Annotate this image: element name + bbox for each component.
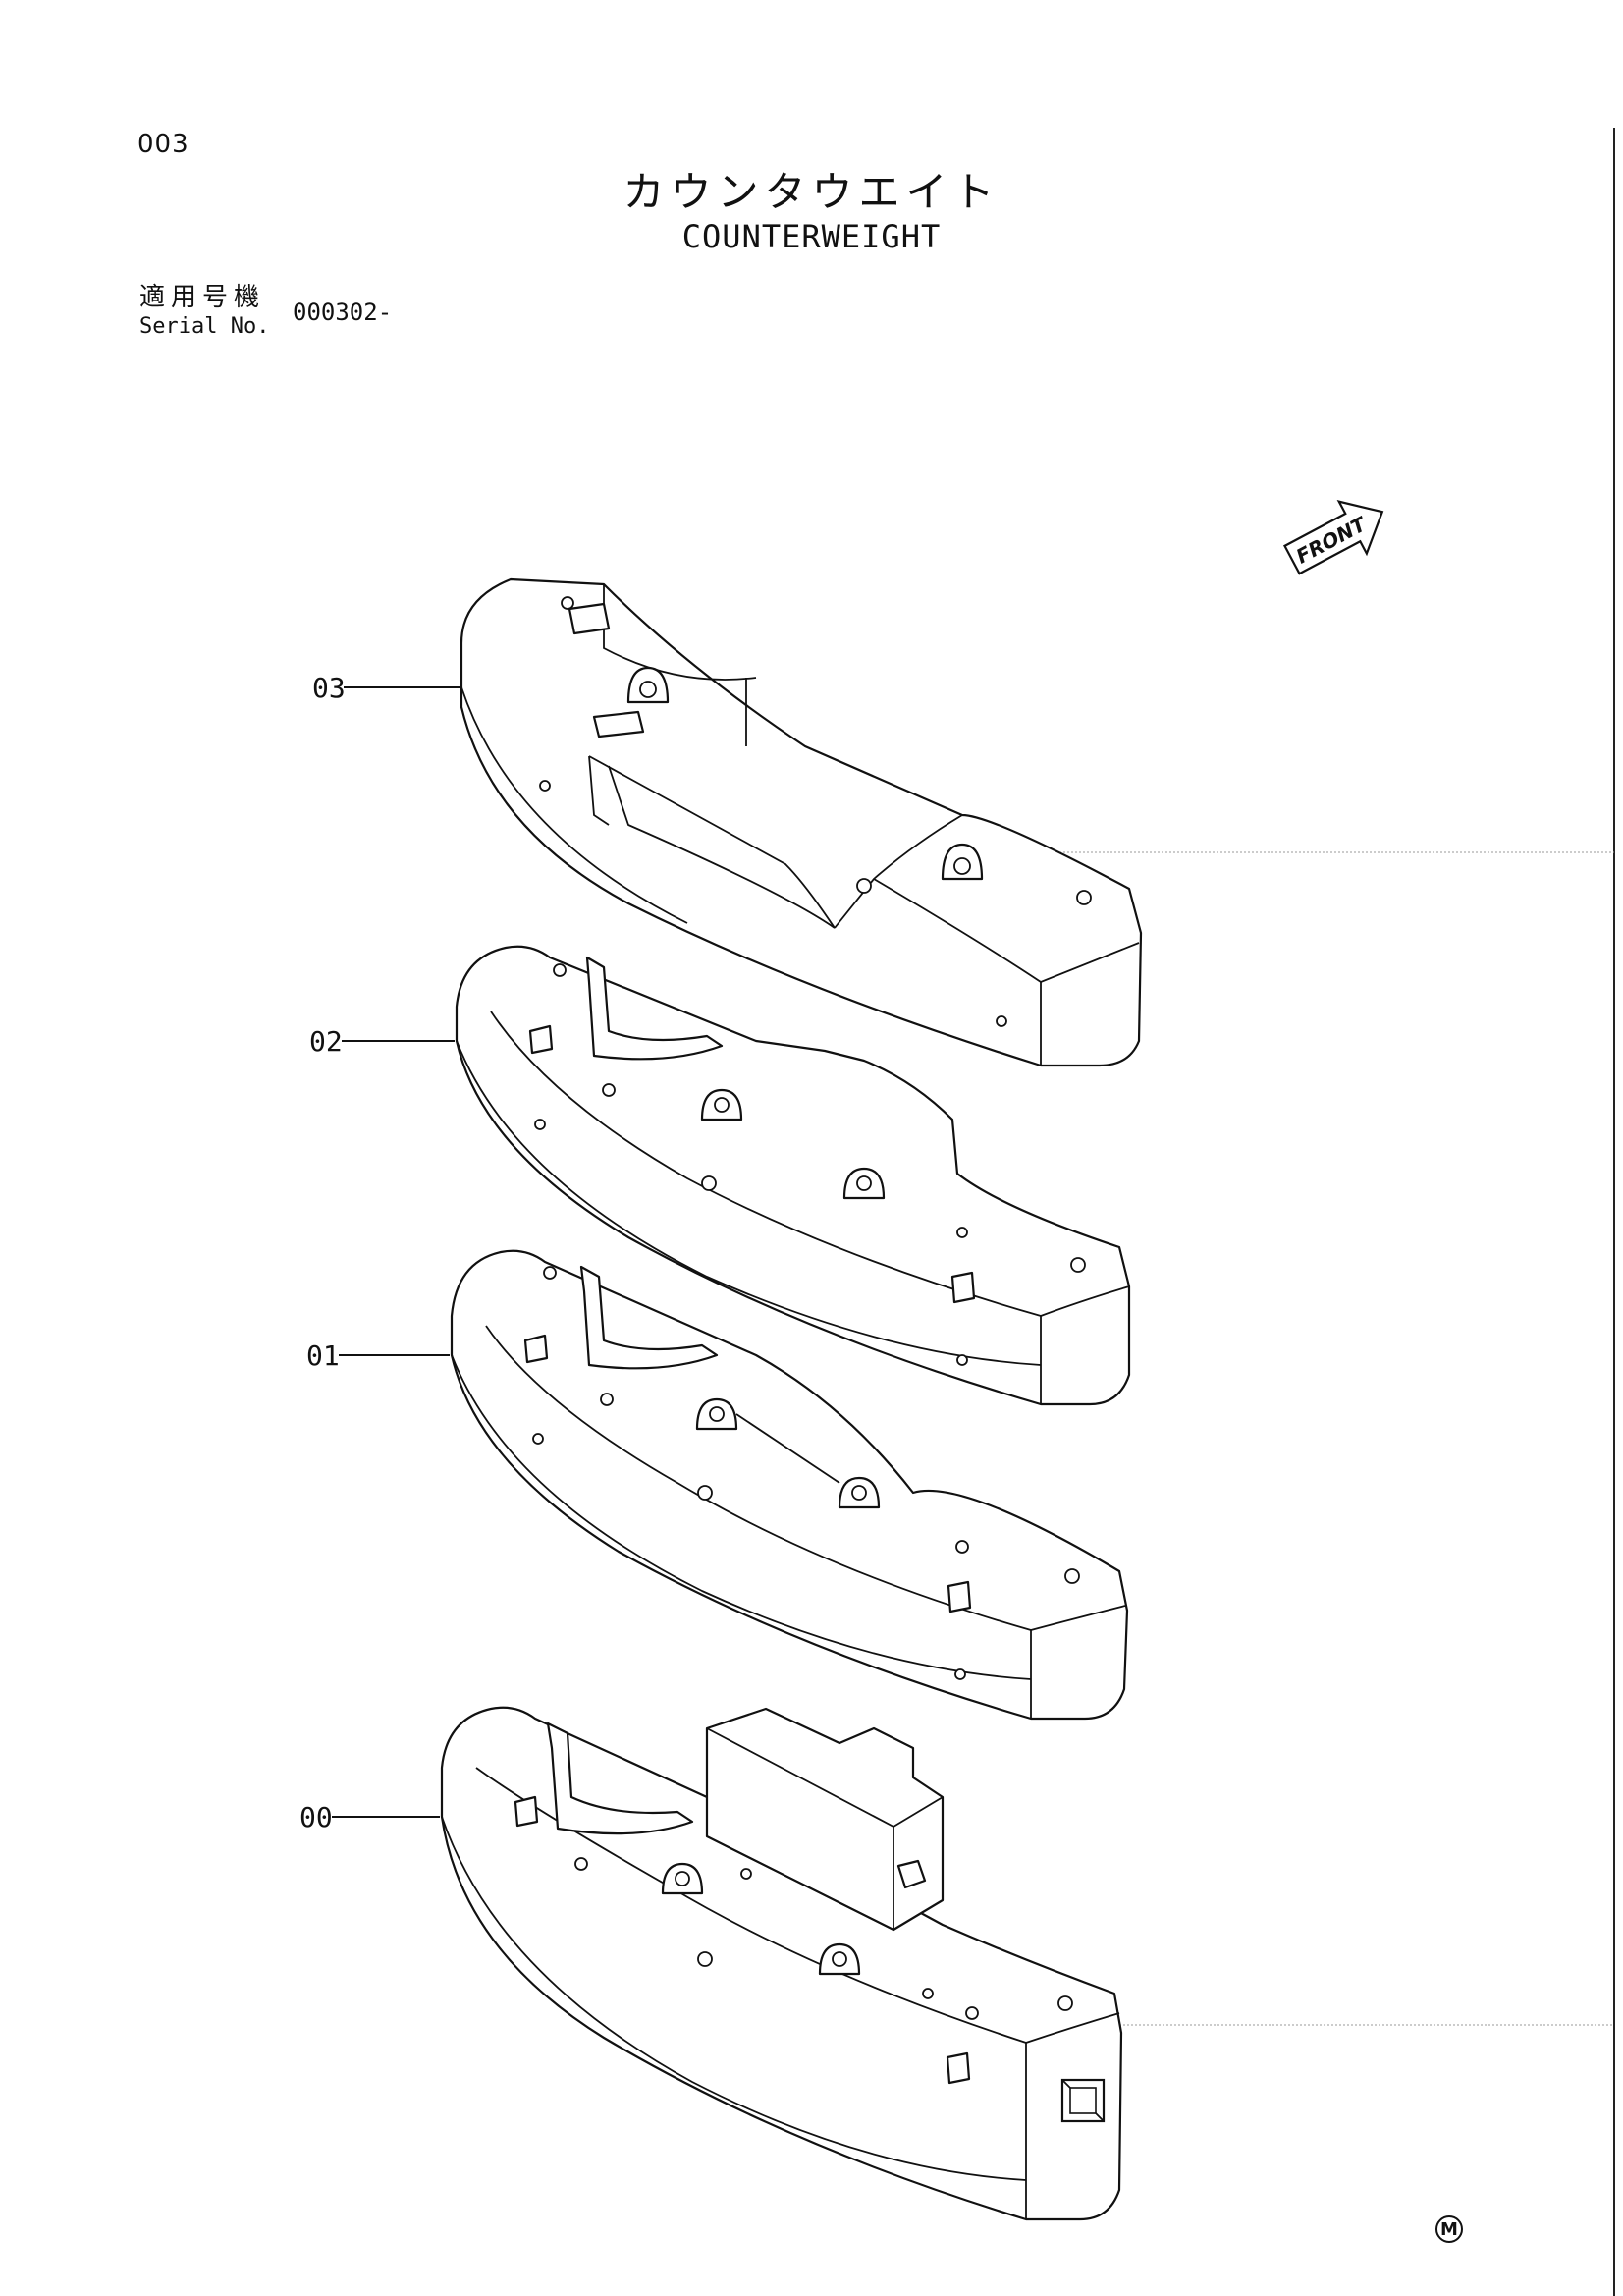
callout-02: 02 [309,1025,343,1058]
counterweight-part-01 [450,1249,1129,1721]
page-number: 003 [137,130,189,159]
counterweight-part-02 [455,945,1131,1406]
lifting-eye [842,1167,886,1200]
callout-03: 03 [312,672,346,704]
front-arrow-icon: FRONT [1283,500,1384,575]
square-port [1060,2078,1106,2123]
lifting-eye [700,1088,743,1121]
lifting-eye [838,1476,881,1509]
lifting-eye [626,666,670,704]
counterweight-part-03 [460,577,1143,1067]
callout-00: 00 [299,1801,333,1833]
page-title: COUNTERWEIGHT [681,218,942,255]
page-title-japanese: カウンタウエイト [622,168,1001,216]
serial-number-value: 000302- [293,299,393,326]
corner-mark-label: M [1440,2219,1458,2240]
lifting-eye [818,1942,861,1976]
lifting-eye [941,843,984,881]
lifting-eye [695,1397,738,1431]
lifting-eye [661,1862,704,1895]
counterweight-part-00 [440,1706,1123,2221]
serial-label: Serial No. [139,314,270,339]
corner-mark-icon: M [1435,2215,1463,2243]
callout-01: 01 [306,1339,340,1372]
serial-label-japanese: 適用号機 [139,283,266,312]
box-housing [705,1707,945,1932]
